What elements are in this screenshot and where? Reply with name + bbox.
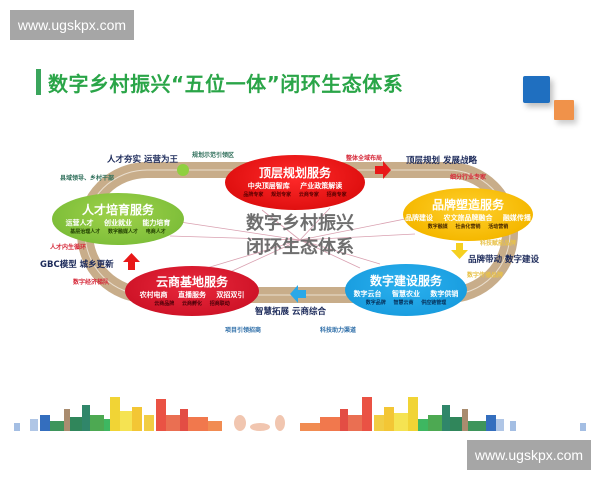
label-talent-solid: 人才夯实 运营为王 (107, 155, 178, 165)
service-talent: 人才培育服务 运营人才 创业就业 能力培育 基层治理人才 数字融媒人才 电商人才 (52, 193, 184, 245)
watermark-top: www.ugskpx.com (10, 10, 134, 40)
service-row1: 中央顶层智库 产业政策解读 (247, 182, 343, 190)
label-brand-digital: 品牌带动 数字建设 (468, 255, 539, 265)
label-project-invest: 项目引领招商 (225, 327, 262, 334)
watermark-bottom: www.ugskpx.com (467, 440, 591, 470)
service-top-planning: 顶层规划服务 中央顶层智库 产业政策解读 品牌专家 规划专家 云商专家 招商专家 (225, 155, 365, 210)
page-title: 数字乡村振兴“五位一体”闭环生态体系 (48, 72, 404, 96)
service-cloud-commerce: 云商基地服务 农村电商 直播服务 双招双引 云商品牌 云商孵化 招商联动 (125, 266, 259, 316)
service-row1: 数字云台 智慧农业 数字供销 (353, 289, 459, 298)
arrow-down-icon (451, 243, 468, 259)
service-row1: 运营人才 创业就业 能力培育 (65, 218, 171, 227)
service-brand: 品牌塑造服务 品牌建设 农文旅品牌融合 融媒传播 数字融媒 社会化营销 活动营销 (403, 188, 533, 241)
label-gbc-model: GBC模型 城乡更新 (40, 260, 114, 270)
label-county-leaders: 县域领导、乡村干部 (60, 175, 115, 182)
service-title: 品牌塑造服务 (431, 198, 504, 212)
label-digital-team: 数字经济梯队 (73, 279, 110, 286)
city-skyline-decoration (14, 397, 586, 431)
service-title: 数字建设服务 (369, 273, 442, 288)
center-title: 数字乡村振兴 闭环生态体系 (225, 212, 375, 260)
service-row2: 数字融媒 社会化营销 活动营销 (427, 224, 509, 230)
service-title: 顶层规划服务 (258, 166, 331, 180)
label-planning-demo: 规划示范引领区 (192, 152, 235, 159)
label-overall-layout: 整体全域布局 (346, 155, 383, 162)
center-title-line1: 数字乡村振兴 (246, 213, 354, 234)
label-talent-cycle: 人才内生循环 (50, 244, 87, 251)
arrow-left-icon (290, 285, 306, 303)
arrow-up-icon (123, 253, 140, 270)
label-digital-brand: 数字传播品牌 (467, 272, 504, 279)
service-digital-construction: 数字建设服务 数字云台 智慧农业 数字供销 数字品牌 智慧云商 供应链管理 (345, 264, 467, 316)
label-tech-brand: 科技赋能品牌 (480, 240, 517, 247)
decorative-blue-square (523, 76, 550, 103)
service-row1: 农村电商 直播服务 双招双引 (139, 290, 245, 299)
service-title: 人才培育服务 (81, 202, 154, 217)
service-row2: 品牌专家 规划专家 云商专家 招商专家 (243, 192, 347, 198)
label-industry-experts: 细分行业专家 (450, 174, 487, 181)
center-title-line2: 闭环生态体系 (246, 237, 354, 258)
label-tech-channel: 科技助力渠道 (320, 327, 357, 334)
title-accent-bar (36, 69, 41, 95)
service-row1: 品牌建设 农文旅品牌融合 融媒传播 (405, 214, 531, 222)
service-row2: 基层治理人才 数字融媒人才 电商人才 (70, 228, 166, 235)
green-dot-icon (177, 164, 189, 176)
label-smart-expand: 智慧拓展 云商综合 (255, 307, 326, 317)
service-row2: 云商品牌 云商孵化 招商联动 (154, 300, 230, 307)
connector-lines (169, 207, 416, 273)
arrow-right-icon (375, 161, 391, 179)
service-title: 云商基地服务 (155, 274, 228, 289)
service-row2: 数字品牌 智慧云商 供应链管理 (365, 299, 447, 306)
label-top-strategy: 顶层规划 发展战略 (406, 156, 477, 166)
decorative-orange-square (554, 100, 574, 120)
